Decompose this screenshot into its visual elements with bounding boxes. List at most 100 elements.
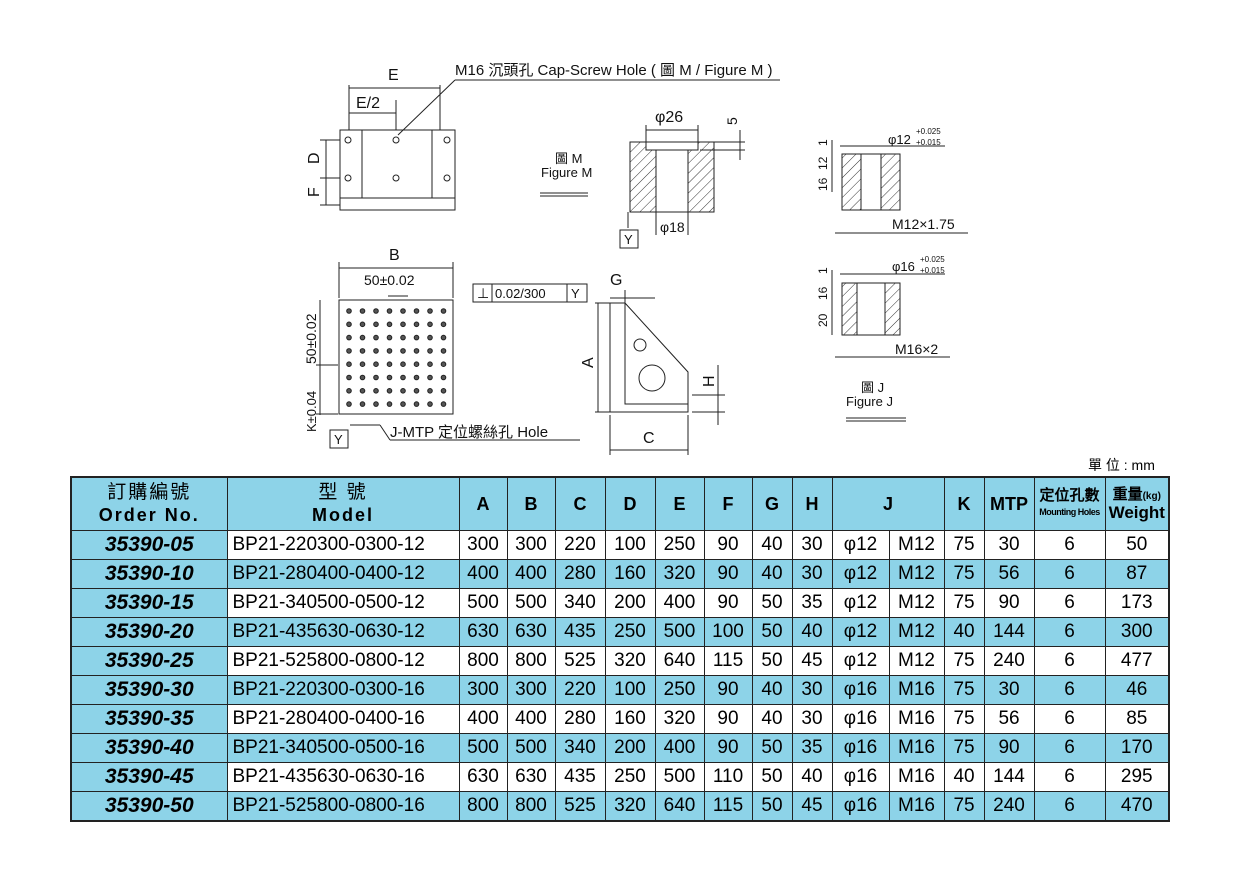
cell-model: BP21-280400-0400-12: [226, 559, 460, 589]
plate-datum: Y: [334, 432, 343, 447]
mtp-hole-dot: [359, 374, 366, 381]
mtp-hole-dot: [373, 388, 379, 394]
cell-weight: 300: [1104, 617, 1170, 647]
mtp-hole-dot: [440, 374, 447, 381]
mtp-hole-dot: [346, 308, 352, 314]
cell-e: 400: [654, 733, 705, 763]
side-view-drawing: [472, 283, 725, 455]
mtp-hole-dot: [400, 321, 406, 328]
cell-mounting-holes: 6: [1033, 559, 1106, 589]
mtp-hole-dot: [427, 348, 433, 354]
header-order-en: Order No.: [98, 505, 200, 525]
mtp-hole-dot: [440, 361, 447, 368]
cell-b: 630: [506, 617, 556, 647]
cell-h: 45: [791, 646, 833, 676]
cell-model: BP21-525800-0800-12: [226, 646, 460, 676]
cell-g: 40: [751, 704, 793, 734]
header-c: C: [554, 476, 606, 531]
cell-model: BP21-435630-0630-16: [226, 762, 460, 792]
mtp-hole-dot: [427, 361, 433, 368]
cell-c: 435: [554, 762, 606, 792]
cell-j-thread: M16: [888, 733, 945, 763]
cell-model: BP21-340500-0500-12: [226, 588, 460, 618]
mtp-hole-dot: [413, 348, 420, 354]
cell-weight: 46: [1104, 675, 1170, 705]
cell-model: BP21-525800-0800-16: [226, 791, 460, 822]
cell-e: 640: [654, 791, 705, 822]
cell-k: 75: [943, 646, 985, 676]
cell-d: 200: [604, 733, 656, 763]
cell-a: 630: [458, 617, 508, 647]
j12-d16: 16: [816, 177, 830, 191]
header-weight-cn: 重量: [1112, 486, 1143, 503]
cell-c: 280: [554, 559, 606, 589]
side-datum: Y: [571, 286, 580, 301]
j12-dia: φ12: [888, 132, 911, 147]
cell-order-no: 35390-45: [70, 762, 228, 792]
mtp-hole-dot: [386, 388, 393, 394]
cell-mounting-holes: 6: [1033, 530, 1106, 560]
cell-d: 200: [604, 588, 656, 618]
cell-b: 800: [506, 646, 556, 676]
tolerance-value: 0.02/300: [495, 286, 546, 301]
dim-pitch-h: 50±0.02: [364, 272, 415, 288]
cell-model: BP21-220300-0300-12: [226, 530, 460, 560]
cell-d: 250: [604, 617, 656, 647]
cell-j-dia: φ16: [831, 791, 890, 822]
cell-c: 220: [554, 530, 606, 560]
cell-g: 50: [751, 791, 793, 822]
cell-g: 40: [751, 559, 793, 589]
cell-a: 630: [458, 762, 508, 792]
header-weight-unit: (kg): [1142, 491, 1161, 502]
fig-m-phi18: φ18: [660, 219, 685, 235]
cell-c: 435: [554, 617, 606, 647]
mtp-hole-dot: [400, 401, 406, 407]
j16-d20: 20: [816, 313, 830, 327]
j12-d1: 1: [816, 139, 830, 146]
cell-mounting-holes: 6: [1033, 762, 1106, 792]
cell-weight: 173: [1104, 588, 1170, 618]
mtp-hole-dot: [373, 401, 379, 407]
cell-g: 50: [751, 588, 793, 618]
cell-g: 40: [751, 530, 793, 560]
cell-order-no: 35390-05: [70, 530, 228, 560]
header-holes-cn: 定位孔數: [1039, 487, 1100, 504]
top-view-drawing: [320, 79, 780, 211]
cell-c: 525: [554, 646, 606, 676]
cell-k: 75: [943, 675, 985, 705]
mtp-hole-dot: [413, 374, 420, 381]
cell-d: 320: [604, 791, 656, 822]
header-a: A: [458, 476, 508, 531]
cell-c: 340: [554, 588, 606, 618]
cell-order-no: 35390-35: [70, 704, 228, 734]
cell-d: 100: [604, 675, 656, 705]
cell-g: 50: [751, 733, 793, 763]
mtp-hole-dot: [427, 388, 433, 394]
cell-f: 110: [703, 762, 753, 792]
cell-b: 400: [506, 704, 556, 734]
mtp-hole-dot: [359, 401, 366, 407]
dim-h: H: [701, 375, 718, 387]
mtp-hole-dot: [386, 361, 393, 368]
mtp-hole-dot: [400, 361, 406, 368]
cell-h: 40: [791, 762, 833, 792]
cell-mounting-holes: 6: [1033, 675, 1106, 705]
cell-g: 50: [751, 762, 793, 792]
cell-e: 400: [654, 588, 705, 618]
cell-j-thread: M12: [888, 588, 945, 618]
mtp-hole-dot: [440, 401, 447, 407]
cell-k: 75: [943, 791, 985, 822]
cell-k: 40: [943, 617, 985, 647]
mtp-hole-dot: [413, 388, 420, 394]
mtp-hole-dot: [359, 388, 366, 394]
cell-a: 800: [458, 646, 508, 676]
mtp-hole-dot: [400, 374, 406, 381]
cell-mtp: 144: [983, 762, 1035, 792]
mtp-hole-dot: [386, 374, 393, 381]
mtp-hole-dot: [359, 308, 366, 314]
mtp-hole-dot: [440, 321, 447, 328]
